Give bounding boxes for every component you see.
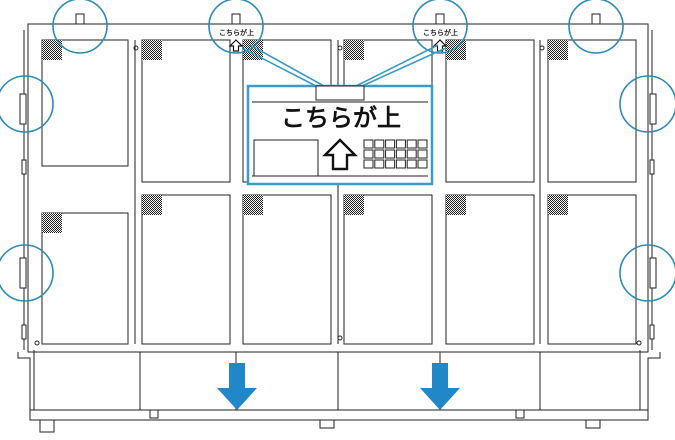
guide-circles [0, 0, 675, 302]
guide-circle [619, 75, 675, 133]
grid-cell [406, 149, 417, 159]
grid-cell [385, 149, 396, 159]
screw-holes [34, 45, 642, 346]
guide-circle [568, 0, 624, 54]
guide-circle [0, 244, 54, 302]
grid-cell [417, 159, 428, 169]
side-clips [19, 93, 657, 340]
panels-bottom-row [41, 194, 637, 345]
grid-cell [374, 159, 385, 169]
grid-cell [385, 159, 396, 169]
guide-circle [208, 0, 264, 54]
guide-circle [619, 244, 675, 302]
grid-cell [395, 149, 406, 159]
grid-cell [363, 159, 374, 169]
guide-circle [52, 0, 108, 54]
grid-cell [395, 159, 406, 169]
upside-label-small-left: こちらが上 [219, 29, 254, 37]
magnified-callout [246, 84, 434, 186]
mesh-markers [42, 40, 568, 233]
top-tabs [75, 13, 601, 25]
grid-cell [363, 139, 374, 149]
grid-cell [417, 149, 428, 159]
upside-label-small-right: こちらが上 [423, 29, 458, 37]
guide-circle [412, 0, 468, 54]
callout-pointers [241, 44, 447, 87]
grid-cell [385, 139, 396, 149]
down-arrow-icon [217, 363, 460, 410]
grid-cell [406, 159, 417, 169]
up-arrow-outline-icon [322, 138, 358, 171]
grid-cell [406, 139, 417, 149]
mesh-grid-detail [363, 139, 428, 169]
grid-cell [374, 149, 385, 159]
grid-cell [363, 149, 374, 159]
grid-cell [374, 139, 385, 149]
grid-cell [395, 139, 406, 149]
upside-label-large: こちらが上 [281, 104, 401, 132]
guide-circle [0, 75, 54, 133]
grid-cell [417, 139, 428, 149]
